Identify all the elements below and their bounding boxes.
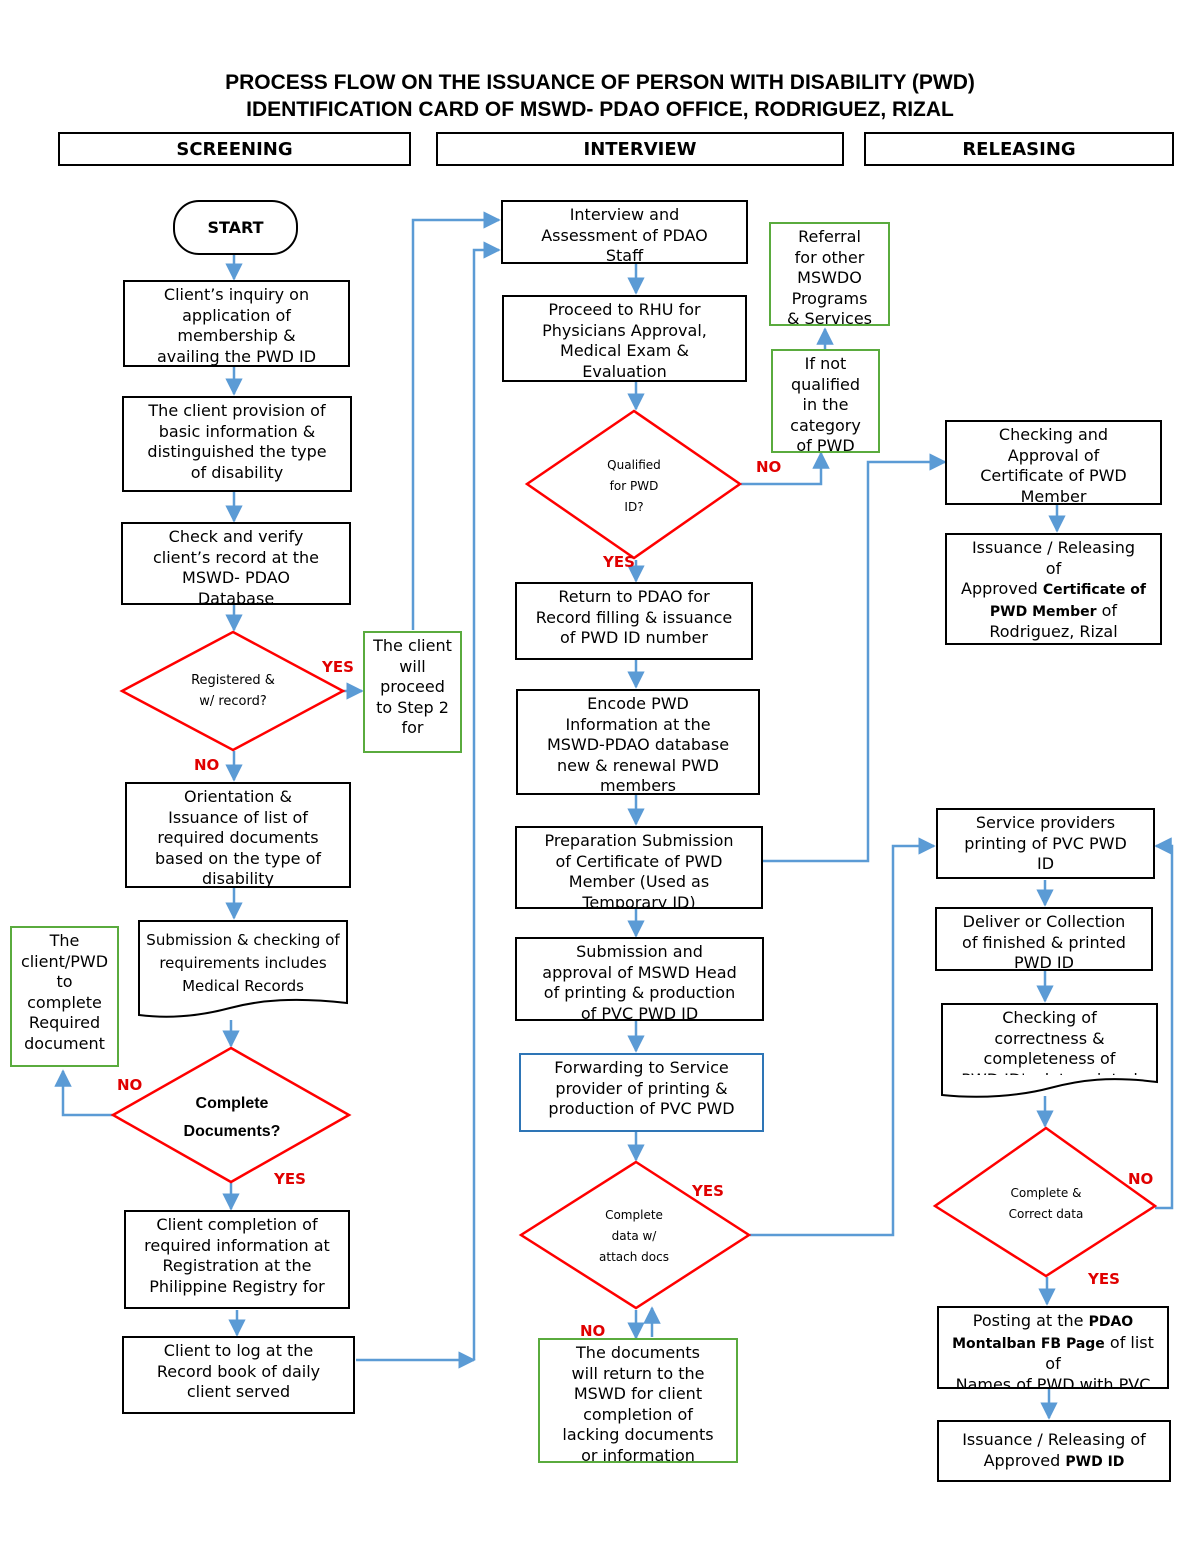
step-not-qualified: If not qualified in the category of PWD — [771, 349, 880, 453]
arrow-step2-interview — [411, 211, 501, 630]
step-deliver-text: Deliver or Collection of finished & prin… — [962, 912, 1126, 971]
step-orientation: Orientation & Issuance of list of requir… — [125, 782, 351, 888]
step-proceed-rhu: Proceed to RHU for Physicians Approval, … — [502, 295, 747, 382]
step-client-inquiry: Client’s inquiry on application of membe… — [123, 280, 350, 367]
doc-shape-checking — [941, 1003, 1158, 1098]
step-client-inquiry-text: Client’s inquiry on application of membe… — [156, 285, 317, 366]
title-line-1: PROCESS FLOW ON THE ISSUANCE OF PERSON W… — [225, 71, 975, 94]
issuance-id-text-bold: PWD ID — [1065, 1453, 1125, 1470]
header-interview: INTERVIEW — [436, 132, 844, 166]
step-proceed-step2-text: The client will proceed to Step 2 for — [373, 636, 452, 737]
step-issuance-certificate-text: Issuance / Releasing of Approved Certifi… — [961, 538, 1146, 643]
step-service-printing: Service providers printing of PVC PWD ID — [936, 808, 1155, 879]
step-forwarding-text: Forwarding to Service provider of printi… — [548, 1058, 735, 1118]
step-complete-required-text: The client/PWD to complete Required docu… — [20, 931, 109, 1053]
doc-checking-correctness: Checking of correctness & completeness o… — [943, 1005, 1156, 1075]
posting-text-a: Posting at the — [972, 1311, 1089, 1330]
step-issuance-pwd-id: Issuance / Releasing of Approved PWD ID — [937, 1420, 1171, 1482]
step-posting-text: Posting at the PDAO Montalban FB Page of… — [944, 1311, 1162, 1389]
step-return-pdao: Return to PDAO for Record filling & issu… — [515, 582, 753, 660]
decision-correct-data — [932, 1126, 1158, 1278]
step-referral: Referral for other MSWDO Programs & Serv… — [769, 222, 890, 326]
decision-complete-documents-label: Complete Documents? — [183, 1095, 281, 1140]
decision-complete-documents — [110, 1046, 352, 1184]
header-screening: SCREENING — [58, 132, 411, 166]
step-orientation-text: Orientation & Issuance of list of requir… — [155, 787, 321, 888]
step-not-qualified-text: If not qualified in the category of PWD — [790, 354, 861, 453]
arrow-qualified-no — [741, 451, 830, 486]
step-forwarding: Forwarding to Service provider of printi… — [519, 1053, 764, 1132]
step-approval-head-text: Submission and approval of MSWD Head of … — [542, 942, 737, 1021]
step-return-docs-text: The documents will return to the MSWD fo… — [562, 1343, 714, 1463]
step-approval-head: Submission and approval of MSWD Head of … — [515, 937, 764, 1021]
step-checking-certificate-text: Checking and Approval of Certificate of … — [980, 425, 1127, 505]
issuance-id-text-a: Issuance / Releasing of Approved — [962, 1430, 1146, 1470]
label-yes-correct: YES — [1088, 1270, 1120, 1288]
label-no-qualified: NO — [756, 458, 782, 476]
arrow-complete-no — [54, 1069, 113, 1117]
step-logbook: Client to log at the Record book of dail… — [122, 1336, 355, 1414]
step-registry: Client completion of required informatio… — [124, 1210, 350, 1309]
step-referral-text: Referral for other MSWDO Programs & Serv… — [786, 227, 873, 326]
step-encode-text: Encode PWD Information at the MSWD-PDAO … — [546, 694, 730, 795]
step-client-provision: The client provision of basic informatio… — [122, 396, 352, 492]
arrow-complete-service — [750, 837, 936, 1237]
doc-submission-label: Submission & checking of requirements in… — [146, 931, 340, 995]
decision-registered — [119, 630, 346, 752]
step-deliver: Deliver or Collection of finished & prin… — [935, 907, 1153, 971]
step-proceed-step2: The client will proceed to Step 2 for — [363, 631, 462, 753]
label-yes-qualified: YES — [603, 553, 635, 571]
step-check-verify: Check and verify client’s record at the … — [121, 522, 351, 605]
step-checking-certificate: Checking and Approval of Certificate of … — [945, 420, 1162, 505]
step-check-verify-text: Check and verify client’s record at the … — [152, 527, 320, 605]
step-proceed-rhu-text: Proceed to RHU for Physicians Approval, … — [542, 300, 707, 381]
line-interview-up — [472, 241, 501, 1360]
step-interview-assessment: Interview and Assessment of PDAO Staff — [501, 200, 748, 264]
step-preparation-text: Preparation Submission of Certificate of… — [544, 831, 734, 909]
step-posting: Posting at the PDAO Montalban FB Page of… — [937, 1306, 1169, 1389]
step-client-provision-text: The client provision of basic informatio… — [147, 401, 327, 482]
label-yes-complete: YES — [274, 1170, 306, 1188]
step-issuance-pwd-id-text: Issuance / Releasing of Approved PWD ID — [962, 1430, 1146, 1472]
posting-text-b: of list of Names of PWD with PVC ID for … — [955, 1332, 1154, 1389]
label-yes-registered: YES — [322, 658, 354, 676]
step-complete-required: The client/PWD to complete Required docu… — [10, 926, 119, 1067]
arrow-preparation-checking — [763, 453, 947, 863]
doc-checking-correctness-text: Checking of correctness & completeness o… — [961, 1008, 1137, 1075]
label-no-correct: NO — [1128, 1170, 1154, 1188]
start-terminal: START — [173, 200, 298, 255]
issuance-cert-text-a: Issuance / Releasing of Approved — [961, 538, 1136, 598]
step-logbook-text: Client to log at the Record book of dail… — [156, 1341, 321, 1401]
arrow-correct-no — [1154, 837, 1174, 1210]
step-encode: Encode PWD Information at the MSWD-PDAO … — [516, 689, 760, 795]
step-service-printing-text: Service providers printing of PVC PWD ID — [964, 813, 1127, 873]
step-registry-text: Client completion of required informatio… — [144, 1215, 330, 1296]
label-no-complete-data: NO — [580, 1322, 606, 1340]
decision-qualified-label: Qualified for PWD ID? — [607, 458, 661, 514]
step-preparation: Preparation Submission of Certificate of… — [515, 826, 763, 909]
label-no-complete: NO — [117, 1076, 143, 1094]
label-yes-complete-data: YES — [692, 1182, 724, 1200]
posting-text-bold: PDAO Montalban FB Page — [952, 1314, 1134, 1352]
step-return-docs: The documents will return to the MSWD fo… — [538, 1338, 738, 1463]
decision-complete-data — [518, 1160, 752, 1310]
issuance-cert-text-bold: Certificate of PWD Member — [989, 582, 1146, 620]
step-interview-assessment-text: Interview and Assessment of PDAO Staff — [541, 205, 708, 264]
decision-qualified — [524, 409, 743, 560]
header-releasing: RELEASING — [864, 132, 1174, 166]
decision-complete-data-label: Complete data w/ attach docs — [599, 1208, 669, 1264]
step-return-pdao-text: Return to PDAO for Record filling & issu… — [535, 587, 733, 647]
step-issuance-certificate: Issuance / Releasing of Approved Certifi… — [945, 533, 1162, 645]
decision-registered-label: Registered & w/ record? — [191, 673, 275, 709]
issuance-cert-text-b: of Rodriguez, Rizal — [989, 600, 1118, 642]
title-line-2: IDENTIFICATION CARD OF MSWD- PDAO OFFICE… — [246, 98, 954, 121]
doc-shape-submission — [138, 920, 348, 1018]
decision-correct-data-label: Complete & Correct data — [1008, 1186, 1084, 1221]
label-no-registered: NO — [194, 756, 220, 774]
